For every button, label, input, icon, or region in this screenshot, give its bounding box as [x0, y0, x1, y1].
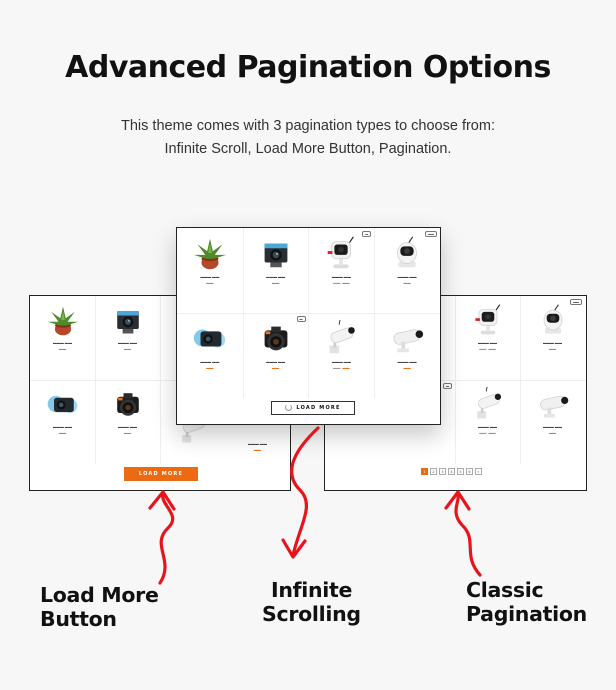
- caption-load-more-line2: Button: [40, 607, 117, 631]
- subtitle-line-2: Infinite Scroll, Load More Button, Pagin…: [164, 141, 452, 157]
- product-card: ▬▬▬ ▬▬▬▬: [177, 228, 243, 313]
- product-card: ▬▬▬ ▬▬▬▬: [30, 296, 95, 380]
- arrow-mid-head-icon: [281, 538, 307, 559]
- product-card: ▬▬▬ ▬▬▬▬: [30, 380, 95, 464]
- product-card: ▬▬ ▬▬▬ ▬▬▬▬: [520, 296, 585, 380]
- product-card: ▬ ▬▬▬ ▬▬▬▬: [243, 313, 309, 398]
- product-card: ▬▬▬ ▬▬▬▬: [243, 228, 309, 313]
- caption-classic-line1: Classic: [466, 578, 544, 602]
- subtitle-line-1: This theme comes with 3 pagination types…: [121, 118, 495, 134]
- arrow-right-head-icon: [444, 490, 471, 511]
- product-card: ▬▬▬ ▬▬▬▬▬▬: [455, 296, 520, 380]
- arrow-left-head-icon: [148, 490, 176, 511]
- page-subtitle: This theme comes with 3 pagination types…: [0, 115, 616, 161]
- caption-infinite-line2: Scrolling: [262, 602, 361, 626]
- arrow-right-icon: [454, 492, 482, 577]
- page-1-button[interactable]: 1: [421, 468, 428, 475]
- infinite-scroll-loader[interactable]: LOAD MORE: [271, 401, 355, 415]
- product-card: ▬▬▬ ▬▬▬▬: [374, 313, 440, 398]
- product-card: ▬▬▬ ▬▬▬▬▬▬: [455, 380, 520, 464]
- load-more-button[interactable]: LOAD MORE: [124, 467, 198, 481]
- loading-spinner-icon: [285, 404, 293, 411]
- product-card: ▬▬▬ ▬▬▬▬: [248, 442, 267, 452]
- infinite-loader-label: LOAD MORE: [296, 405, 341, 411]
- product-card: ▬▬▬ ▬▬▬▬▬▬: [309, 313, 375, 398]
- caption-infinite: Infinite Scrolling: [262, 578, 361, 626]
- product-card: ▬: [390, 380, 455, 464]
- page-6-button[interactable]: 6: [466, 468, 473, 475]
- page-2-button[interactable]: 2: [430, 468, 437, 475]
- product-card: ▬▬▬ ▬▬▬▬: [95, 296, 160, 380]
- next-page-button[interactable]: »: [475, 468, 482, 475]
- page-4-button[interactable]: 4: [448, 468, 455, 475]
- product-card: ▬▬▬ ▬▬▬▬: [95, 380, 160, 464]
- caption-classic: Classic Pagination: [466, 578, 587, 626]
- arrow-mid-icon: [290, 426, 320, 557]
- product-card: ▬ ▬▬▬ ▬▬▬▬▬▬: [309, 228, 375, 313]
- arrow-left-icon: [158, 492, 175, 585]
- product-card: ▬▬▬ ▬▬▬▬: [177, 313, 243, 398]
- page-3-button[interactable]: 3: [439, 468, 446, 475]
- product-card: ▬▬▬ ▬▬▬▬: [520, 380, 585, 464]
- page-5-button[interactable]: 5: [457, 468, 464, 475]
- caption-infinite-line1: Infinite: [271, 578, 353, 602]
- caption-load-more: Load More Button: [40, 583, 159, 631]
- product-card: ▬▬ ▬▬▬ ▬▬▬▬: [374, 228, 440, 313]
- caption-classic-line2: Pagination: [466, 602, 587, 626]
- infinite-scroll-preview: ▬▬▬ ▬▬▬▬ ▬▬▬ ▬▬▬▬ ▬ ▬▬▬ ▬▬▬▬▬▬ ▬▬ ▬▬▬ ▬▬…: [176, 227, 441, 425]
- pagination: 1 2 3 4 5 6 »: [421, 468, 482, 475]
- caption-load-more-line1: Load More: [40, 583, 159, 607]
- page-title: Advanced Pagination Options: [65, 50, 551, 85]
